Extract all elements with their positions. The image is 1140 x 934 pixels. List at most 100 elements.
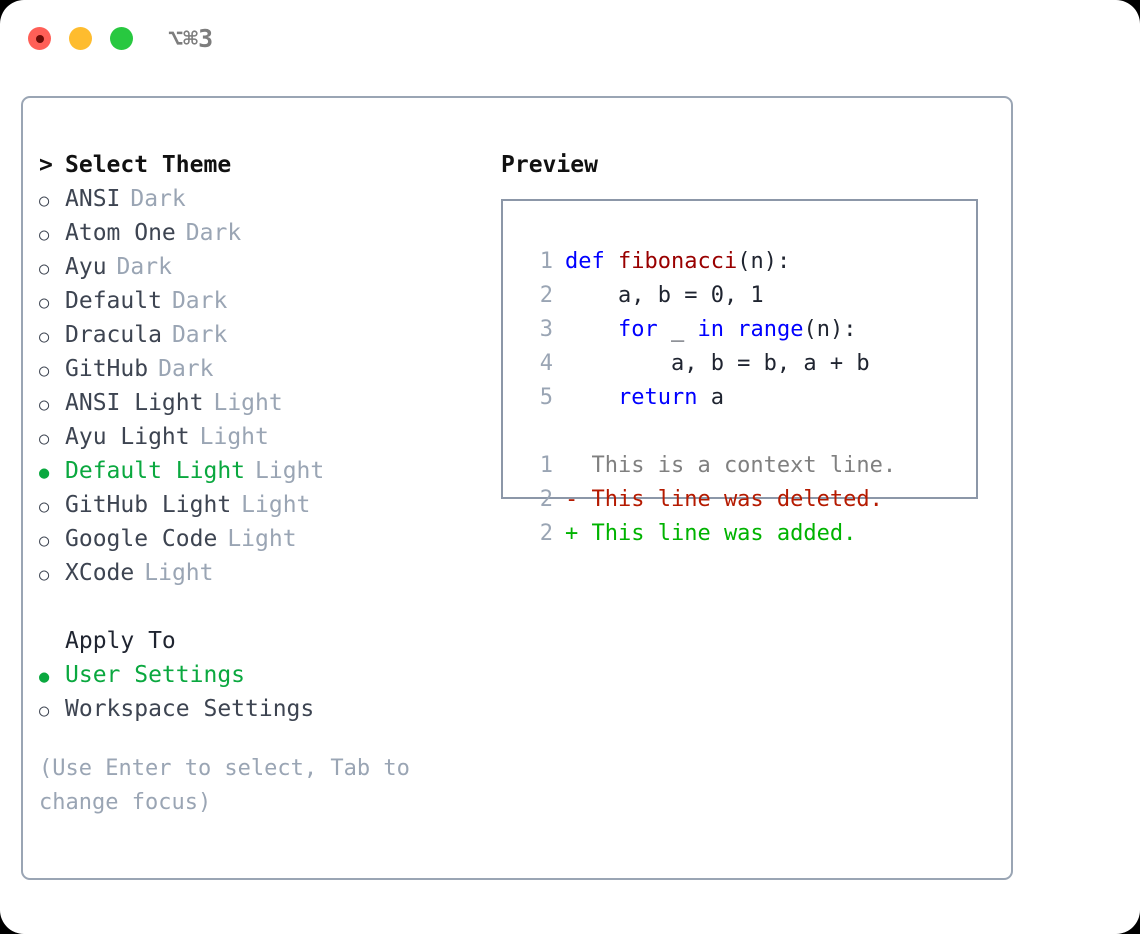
theme-list-column: > Select Theme ANSI Dark Atom One Dark A…	[39, 148, 469, 820]
theme-item-default-dark[interactable]: Default Dark	[39, 284, 469, 318]
theme-name: Dracula	[65, 322, 162, 348]
radio-icon[interactable]	[39, 284, 65, 320]
code-line: 1 def fibonacci(n):	[503, 245, 976, 279]
theme-name: GitHub Light	[65, 492, 232, 518]
code-token-plain: a, b = 0, 1	[565, 283, 764, 308]
code-token-plain: _	[657, 317, 698, 342]
code-token-plain: (n):	[803, 317, 857, 342]
line-number: 2	[539, 283, 553, 308]
theme-tag: Dark	[185, 220, 242, 246]
code-token-plain: a	[697, 385, 724, 410]
preview-box: 1 def fibonacci(n): 2 a, b = 0, 1 3 for …	[501, 199, 978, 546]
radio-icon[interactable]	[39, 488, 65, 524]
radio-icon[interactable]	[39, 420, 65, 456]
theme-name: GitHub	[65, 356, 149, 382]
line-number: 5	[539, 385, 553, 410]
radio-icon[interactable]	[39, 352, 65, 388]
diff-line-added: 2 + This line was added.	[503, 517, 976, 551]
select-theme-label: Select Theme	[65, 152, 232, 178]
theme-name: Ayu Light	[65, 424, 190, 450]
theme-item-ansi-dark[interactable]: ANSI Dark	[39, 182, 469, 216]
diff-text: This is a context line.	[565, 453, 897, 478]
diff-text: + This line was added.	[565, 521, 857, 546]
code-line: 3 for _ in range(n):	[503, 313, 976, 347]
radio-icon[interactable]	[39, 522, 65, 558]
theme-tag: Dark	[158, 356, 214, 382]
caret-icon: >	[39, 152, 53, 178]
radio-icon[interactable]	[39, 216, 65, 252]
theme-item-ansi-light[interactable]: ANSI Light Light	[39, 386, 469, 420]
radio-selected-icon[interactable]	[39, 658, 65, 694]
theme-name: ANSI	[65, 186, 121, 212]
window-titlebar: ⌥⌘3	[0, 0, 1140, 78]
radio-icon[interactable]	[39, 250, 65, 286]
code-token-plain: a, b = b, a + b	[565, 351, 870, 376]
theme-tag: Dark	[130, 186, 186, 212]
theme-name: ANSI Light	[65, 390, 204, 416]
radio-icon[interactable]	[39, 318, 65, 354]
theme-item-github-light[interactable]: GitHub Light Light	[39, 488, 469, 522]
theme-name: Atom One	[65, 220, 176, 246]
theme-tag: Dark	[171, 322, 228, 348]
select-theme-header: > Select Theme	[39, 148, 469, 182]
minimize-button[interactable]	[69, 27, 92, 50]
theme-name: Google Code	[65, 526, 218, 552]
theme-item-dracula-dark[interactable]: Dracula Dark	[39, 318, 469, 352]
diff-line-context: 1 This is a context line.	[503, 449, 976, 483]
code-line: 4 a, b = b, a + b	[503, 347, 976, 381]
line-number: 4	[539, 351, 553, 376]
theme-item-ayu-light[interactable]: Ayu Light Light	[39, 420, 469, 454]
code-token-plain: (n):	[737, 249, 791, 274]
theme-tag: Light	[227, 526, 297, 552]
theme-name: Ayu	[65, 254, 107, 280]
theme-item-default-light[interactable]: Default Light Light	[39, 454, 469, 488]
close-button[interactable]	[28, 27, 51, 50]
theme-tag: Light	[255, 458, 325, 484]
code-token-keyword: for	[617, 317, 658, 342]
code-token-plain	[724, 313, 737, 347]
line-number: 2	[539, 487, 553, 512]
apply-to-item-workspace-settings[interactable]: Workspace Settings	[39, 692, 469, 726]
code-token-keyword: in	[697, 317, 724, 342]
code-line: 2 a, b = 0, 1	[503, 279, 976, 313]
theme-tag: Light	[199, 424, 269, 450]
line-number: 1	[539, 453, 553, 478]
preview-gap	[503, 415, 976, 449]
theme-item-xcode[interactable]: XCode Light	[39, 556, 469, 590]
theme-tag: Light	[241, 492, 311, 518]
code-token-keyword: range	[737, 317, 804, 342]
radio-selected-icon[interactable]	[39, 454, 65, 490]
apply-to-name: Workspace Settings	[65, 696, 315, 722]
diff-text: - This line was deleted.	[565, 487, 883, 512]
line-number: 2	[539, 521, 553, 546]
maximize-button[interactable]	[110, 27, 133, 50]
radio-icon[interactable]	[39, 692, 65, 728]
theme-tag: Light	[213, 390, 283, 416]
theme-tag: Dark	[116, 254, 172, 280]
code-line: 5 return a	[503, 381, 976, 415]
preview-title: Preview	[501, 152, 598, 178]
theme-name: Default Light	[65, 458, 246, 484]
apply-to-label: Apply To	[65, 628, 176, 654]
keyboard-hint-text: (Use Enter to select, Tab to change focu…	[39, 756, 410, 815]
theme-picker-panel: > Select Theme ANSI Dark Atom One Dark A…	[21, 96, 1013, 880]
radio-icon[interactable]	[39, 386, 65, 422]
theme-tag: Dark	[171, 288, 228, 314]
theme-item-github-dark[interactable]: GitHub Dark	[39, 352, 469, 386]
radio-icon[interactable]	[39, 182, 65, 218]
theme-item-google-code[interactable]: Google Code Light	[39, 522, 469, 556]
theme-item-ayu-dark[interactable]: Ayu Dark	[39, 250, 469, 284]
diff-line-deleted: 2 - This line was deleted.	[503, 483, 976, 517]
line-number: 3	[539, 317, 553, 342]
code-token-keyword: return	[617, 385, 698, 410]
list-spacer	[39, 590, 469, 624]
code-token-keyword: def	[565, 249, 618, 274]
theme-name: XCode	[65, 560, 135, 586]
apply-to-name: User Settings	[65, 662, 246, 688]
code-token-plain	[565, 381, 618, 415]
theme-name: Default	[65, 288, 162, 314]
apply-to-item-user-settings[interactable]: User Settings	[39, 658, 469, 692]
radio-icon[interactable]	[39, 556, 65, 592]
traffic-lights	[28, 27, 133, 50]
theme-item-atom-one-dark[interactable]: Atom One Dark	[39, 216, 469, 250]
